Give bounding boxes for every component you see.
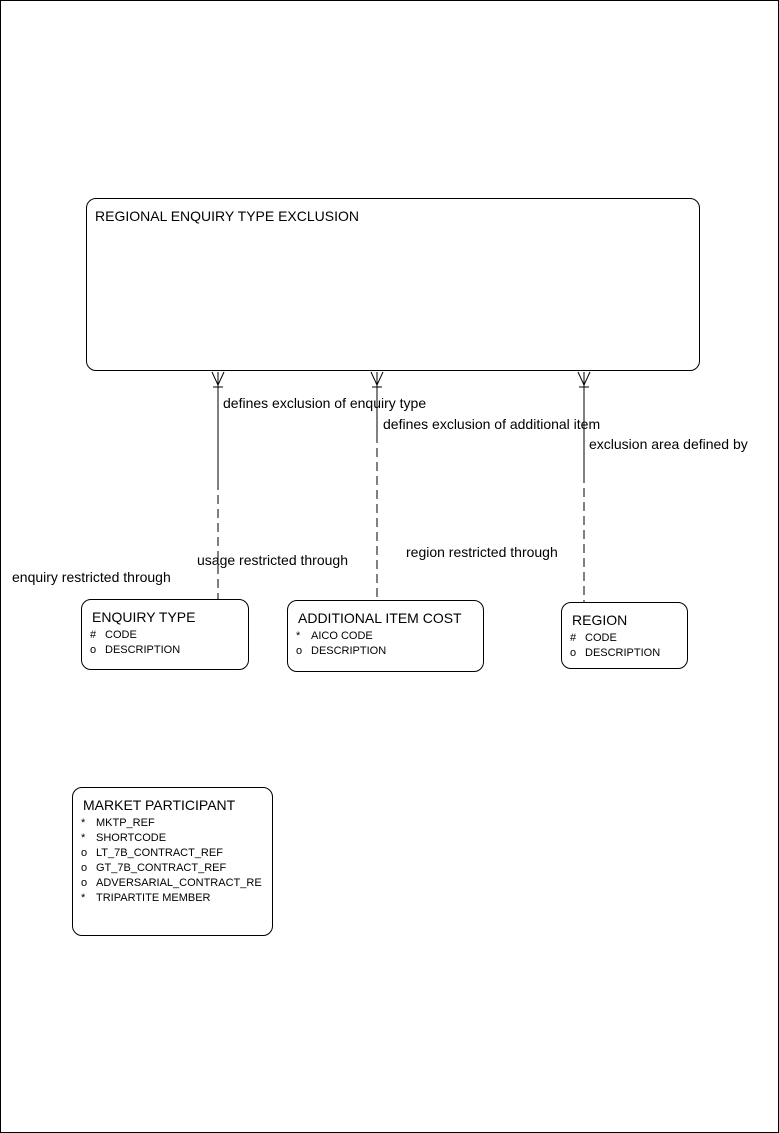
attribute-optionality: o (81, 847, 88, 859)
attribute-optionality: * (81, 817, 86, 829)
attribute-name: CODE (585, 632, 617, 644)
relationship-label: defines exclusion of additional item (383, 416, 601, 432)
attribute-row: o ADVERSARIAL_CONTRACT_RE (73, 876, 272, 891)
attribute-row: * MKTP_REF (73, 816, 272, 831)
attribute-row: o DESCRIPTION (82, 643, 248, 658)
attribute-row: # CODE (562, 631, 687, 646)
entity-title: REGION (572, 612, 628, 628)
crow-foot-many-icon (211, 371, 225, 388)
entity-title: REGIONAL ENQUIRY TYPE EXCLUSION (95, 208, 360, 224)
crow-foot-many-icon (370, 371, 384, 388)
relationship-label: region restricted through (406, 544, 558, 560)
attribute-optionality: * (296, 630, 301, 642)
attribute-optionality: * (81, 832, 86, 844)
crow-foot-many-icon (577, 371, 591, 388)
attribute-name: MKTP_REF (96, 817, 155, 829)
attribute-optionality: # (90, 629, 97, 641)
attribute-row: # CODE (82, 628, 248, 643)
attribute-name: ADVERSARIAL_CONTRACT_RE (96, 877, 262, 889)
entity-title: MARKET PARTICIPANT (83, 797, 236, 813)
attribute-row: o GT_7B_CONTRACT_REF (73, 861, 272, 876)
entity-regional-enquiry-type-exclusion: REGIONAL ENQUIRY TYPE EXCLUSION (86, 198, 700, 371)
attribute-name: DESCRIPTION (105, 644, 181, 656)
attribute-row: o DESCRIPTION (562, 646, 687, 661)
relationship-label: defines exclusion of enquiry type (223, 395, 427, 411)
attribute-row: o LT_7B_CONTRACT_REF (73, 846, 272, 861)
attribute-name: SHORTCODE (96, 832, 167, 844)
entity-market-participant: MARKET PARTICIPANT * MKTP_REF * SHORTCOD… (72, 787, 273, 936)
attribute-name: DESCRIPTION (585, 647, 661, 659)
attribute-name: DESCRIPTION (311, 645, 387, 657)
attribute-optionality: o (570, 647, 577, 659)
entity-region: REGION # CODE o DESCRIPTION (561, 602, 688, 669)
attribute-optionality: o (296, 645, 303, 657)
attribute-name: TRIPARTITE MEMBER (96, 892, 211, 904)
relationship-line-region (577, 371, 591, 602)
attribute-optionality: o (90, 644, 97, 656)
entity-title: ENQUIRY TYPE (92, 609, 196, 625)
attribute-row: * TRIPARTITE MEMBER (73, 891, 272, 906)
attribute-optionality: # (570, 632, 577, 644)
attribute-name: LT_7B_CONTRACT_REF (96, 847, 223, 859)
relationship-label: enquiry restricted through (12, 569, 171, 585)
entity-title: ADDITIONAL ITEM COST (298, 610, 462, 626)
attribute-row: * AICO CODE (288, 629, 483, 644)
relationship-label: exclusion area defined by (589, 436, 748, 452)
attribute-name: CODE (105, 629, 137, 641)
attribute-optionality: * (81, 892, 86, 904)
attribute-row: o DESCRIPTION (288, 644, 483, 659)
relationship-label: usage restricted through (197, 552, 348, 568)
entity-additional-item-cost: ADDITIONAL ITEM COST * AICO CODE o DESCR… (287, 600, 484, 672)
attribute-optionality: o (81, 862, 88, 874)
entity-enquiry-type: ENQUIRY TYPE # CODE o DESCRIPTION (81, 599, 249, 670)
attribute-optionality: o (81, 877, 88, 889)
attribute-row: * SHORTCODE (73, 831, 272, 846)
attribute-name: GT_7B_CONTRACT_REF (96, 862, 227, 874)
attribute-name: AICO CODE (311, 630, 373, 642)
